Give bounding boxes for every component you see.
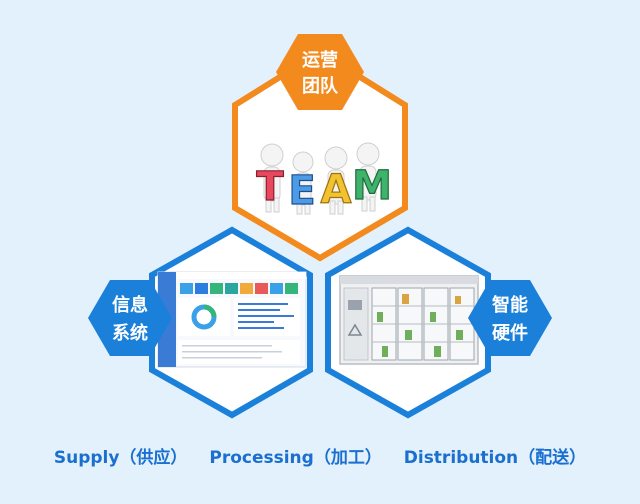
figure-body [359, 165, 377, 201]
figure-body [327, 169, 345, 205]
node-info-system-line2: 系统 [112, 322, 148, 344]
figure-head [324, 146, 348, 170]
node-ops-team: 运营 团队 [276, 34, 364, 110]
node-smart-hardware: 智能 硬件 [468, 280, 552, 356]
figure-leg [265, 197, 272, 213]
node-info-system-shape [88, 280, 172, 356]
node-smart-hardware-line1: 智能 [492, 294, 528, 316]
node-info-system: 信息 系统 [88, 280, 172, 356]
figure-head [356, 142, 380, 166]
node-smart-hardware-line2: 硬件 [492, 322, 528, 344]
figure-leg [296, 201, 303, 215]
team-letter: M [352, 163, 392, 209]
figure-leg [369, 196, 376, 212]
node-smart-hardware-shape [468, 280, 552, 356]
caption-row: Supply（供应） Processing（加工） Distribution（配… [0, 443, 640, 468]
figure-leg [273, 197, 280, 213]
figure-leg [337, 200, 344, 215]
figure-leg [304, 201, 311, 215]
team-illustration: T E A M [256, 142, 393, 215]
team-letter: E [288, 168, 315, 214]
caption-supply: Supply（供应） [53, 448, 188, 468]
node-ops-team-shape [276, 34, 364, 110]
figure-head [260, 143, 284, 167]
team-letter: T [256, 164, 284, 210]
figure-head [292, 151, 314, 173]
team-letter: A [321, 167, 352, 213]
cabinet-illustration [339, 275, 479, 365]
node-info-system-line1: 信息 [112, 294, 148, 316]
figure-leg [329, 200, 336, 215]
caption-distribution: Distribution（配送） [403, 448, 587, 468]
figure-body [263, 166, 281, 202]
node-ops-team-line2: 团队 [302, 75, 339, 97]
dashboard-screenshot [157, 271, 307, 368]
node-ops-team-line1: 运营 [302, 49, 338, 71]
figure-body [294, 172, 312, 206]
figure-leg [361, 196, 368, 212]
caption-processing: Processing（加工） [209, 448, 382, 468]
